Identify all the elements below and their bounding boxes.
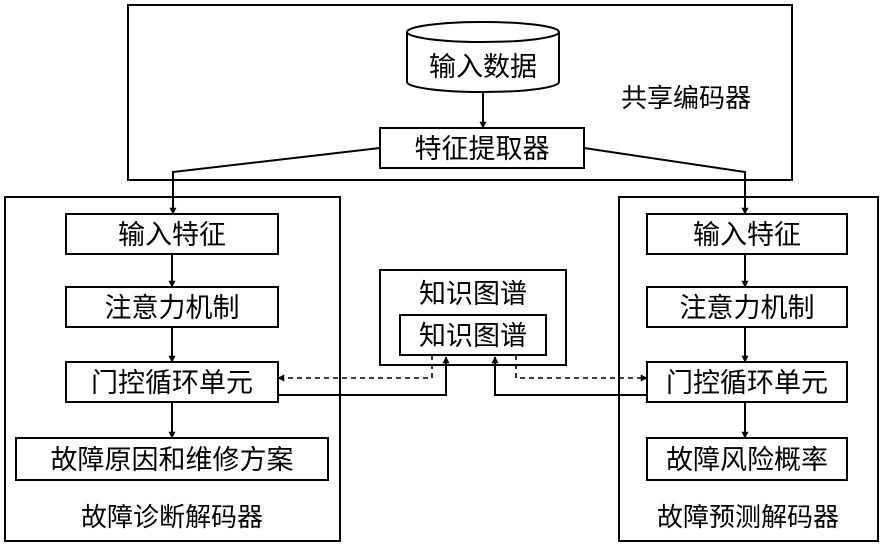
pred-output-label: 故障风险概率	[666, 445, 828, 476]
pred-attention-box	[646, 286, 848, 328]
shared-encoder-title: 共享编码器	[621, 84, 751, 114]
pred-input-features-label: 输入特征	[693, 220, 801, 251]
diagnosis-decoder-title: 故障诊断解码器	[81, 503, 263, 533]
diagnosis-gru-to-kg-solid	[278, 356, 450, 396]
diag-input-features-box	[65, 213, 279, 255]
input-data-label: 输入数据	[429, 52, 537, 83]
pred-output-box	[646, 437, 848, 481]
diag-attention-box	[65, 286, 279, 328]
kg-to-prediction-gru-dashed	[515, 355, 648, 382]
knowledge-graph-title: 知识图谱	[419, 279, 527, 310]
knowledge-graph-inner-label: 知识图谱	[419, 321, 527, 352]
diagnosis-decoder-frame	[4, 196, 341, 542]
diag-input-features-label: 输入特征	[118, 220, 226, 251]
feature-extractor-label: 特征提取器	[415, 134, 550, 165]
knowledge-graph-group: 知识图谱 知识图谱	[379, 269, 567, 366]
arrow-extractor-to-prediction	[583, 147, 749, 215]
diag-gru-label: 门控循环单元	[91, 368, 253, 399]
prediction-decoder-frame	[618, 196, 879, 542]
prediction-decoder-group: 输入特征 注意力机制 门控循环单元 故障风险概率 故障预测解码器	[618, 196, 879, 542]
knowledge-graph-inner-box	[399, 314, 547, 356]
arrow-extractor-to-diagnosis	[169, 147, 381, 215]
pred-gru-box	[646, 361, 848, 403]
prediction-decoder-title: 故障预测解码器	[657, 503, 839, 533]
pred-input-features-box	[646, 213, 848, 255]
pred-gru-label: 门控循环单元	[666, 368, 828, 399]
shared-encoder-frame	[127, 4, 793, 181]
diag-output-box	[15, 437, 329, 481]
pred-attention-label: 注意力机制	[680, 293, 815, 324]
diagnosis-decoder-group: 输入特征 注意力机制 门控循环单元 故障原因和维修方案 故障诊断解码器	[4, 196, 341, 542]
diag-attention-label: 注意力机制	[105, 293, 240, 324]
kg-to-diagnosis-gru-dashed	[277, 355, 433, 382]
shared-encoder-group: 输入数据 特征提取器 共享编码器	[127, 4, 793, 181]
prediction-gru-to-kg-solid	[491, 356, 647, 396]
input-data-cylinder: 输入数据	[406, 21, 560, 93]
knowledge-graph-frame	[379, 269, 567, 366]
diag-output-label: 故障原因和维修方案	[51, 445, 294, 476]
